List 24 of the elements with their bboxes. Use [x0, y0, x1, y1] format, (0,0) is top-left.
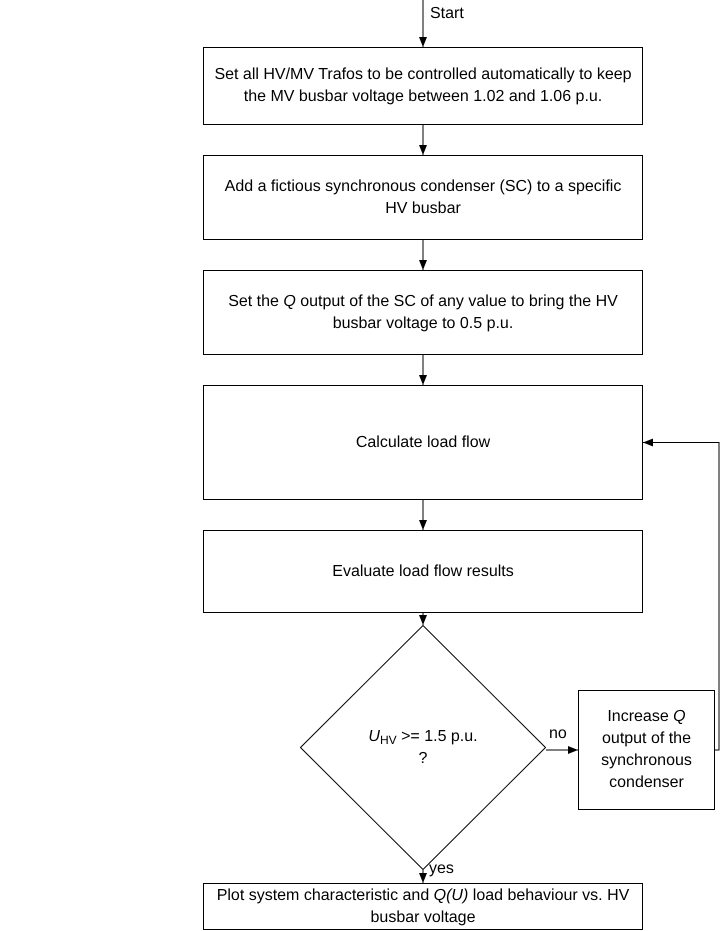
process-box: [203, 530, 643, 613]
process-box: [203, 385, 643, 500]
node-text: Plot system characteristic and Q(U) load behaviour vs. HV busbar voltage: [216, 886, 630, 928]
arrow: [419, 240, 427, 270]
arrow: [419, 612, 427, 626]
arrow: [419, 124, 427, 156]
node-text: Increase Q output of the synchronous condenser: [600, 707, 693, 793]
node-text: U$_{HV}$ >= 1.5 p.u. ?: [368, 726, 478, 768]
process-box: [203, 47, 643, 125]
arrow: [419, 354, 427, 386]
node-text: Evaluate load flow results: [332, 562, 514, 582]
arrow: [419, 500, 427, 530]
node-text: Set all HV/MV Trafos to be controlled automatically to keep the MV busbar voltage between 1.02 and 1.06 p.u.: [213, 65, 633, 107]
node-text: Add a fictious synchronous condenser (SC) to a specific HV busbar: [224, 176, 622, 218]
node-text: Set the Q output of the SC of any value to bring the HV busbar voltage to 0.5 p.u.: [227, 292, 619, 334]
process-box: [578, 690, 715, 810]
process-box: [203, 883, 643, 930]
arrow: [642, 438, 720, 750]
node-text: Calculate load flow: [356, 432, 490, 452]
arrow: [546, 746, 578, 754]
arrow: [419, 0, 427, 48]
arrow: [419, 870, 427, 884]
process-box: [203, 155, 643, 240]
process-box: [203, 270, 643, 355]
